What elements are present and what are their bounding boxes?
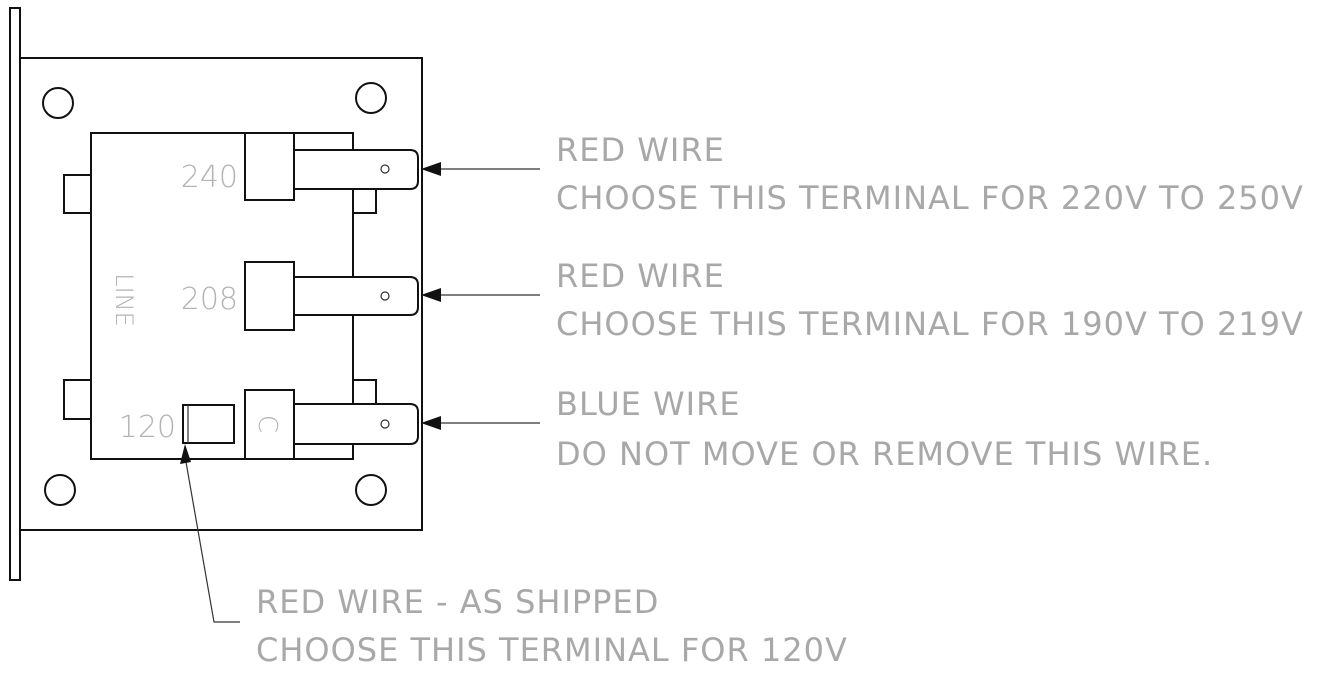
terminal-240-spade	[293, 149, 419, 190]
mounting-hole-top-left	[42, 87, 74, 119]
side-tab-bottom-left	[63, 379, 92, 420]
mounting-hole-bottom-left	[44, 474, 76, 506]
mounting-plate	[19, 57, 423, 531]
terminal-208-spade	[293, 276, 419, 316]
callout-208-heading: RED WIRE	[556, 257, 725, 295]
terminal-common-label: C	[252, 415, 282, 433]
callout-common-arrow-icon	[421, 416, 441, 430]
terminal-240-hole	[380, 164, 390, 174]
callout-208-detail: CHOOSE THIS TERMINAL FOR 190V TO 219V	[556, 305, 1304, 343]
mounting-flange	[9, 7, 21, 581]
mounting-hole-top-right	[355, 82, 387, 114]
terminal-240-housing	[244, 132, 295, 201]
terminal-120-housing	[182, 404, 235, 444]
side-tab-top-left	[63, 174, 92, 214]
callout-120-arrow-icon	[180, 444, 191, 464]
callout-240-arrow-icon	[421, 162, 441, 176]
terminal-common-spade	[293, 403, 419, 445]
callout-208-arrow-icon	[421, 288, 441, 302]
terminal-208-hole	[380, 291, 390, 301]
terminal-120-label: 120	[119, 410, 176, 445]
terminal-208-housing	[244, 261, 295, 331]
terminal-common-hole	[380, 419, 390, 429]
terminal-240-label: 240	[181, 160, 238, 195]
callout-common-detail: DO NOT MOVE OR REMOVE THIS WIRE.	[556, 435, 1213, 473]
callout-120-leader	[185, 461, 240, 623]
callout-120-detail: CHOOSE THIS TERMINAL FOR 120V	[256, 631, 848, 669]
callout-common-heading: BLUE WIRE	[556, 385, 741, 423]
line-label: LINE	[110, 273, 138, 327]
callout-120-heading: RED WIRE - AS SHIPPED	[256, 583, 659, 621]
mounting-hole-bottom-right	[355, 474, 387, 506]
callout-240-detail: CHOOSE THIS TERMINAL FOR 220V TO 250V	[556, 179, 1304, 217]
terminal-208-label: 208	[181, 282, 238, 317]
callout-240-heading: RED WIRE	[556, 131, 725, 169]
